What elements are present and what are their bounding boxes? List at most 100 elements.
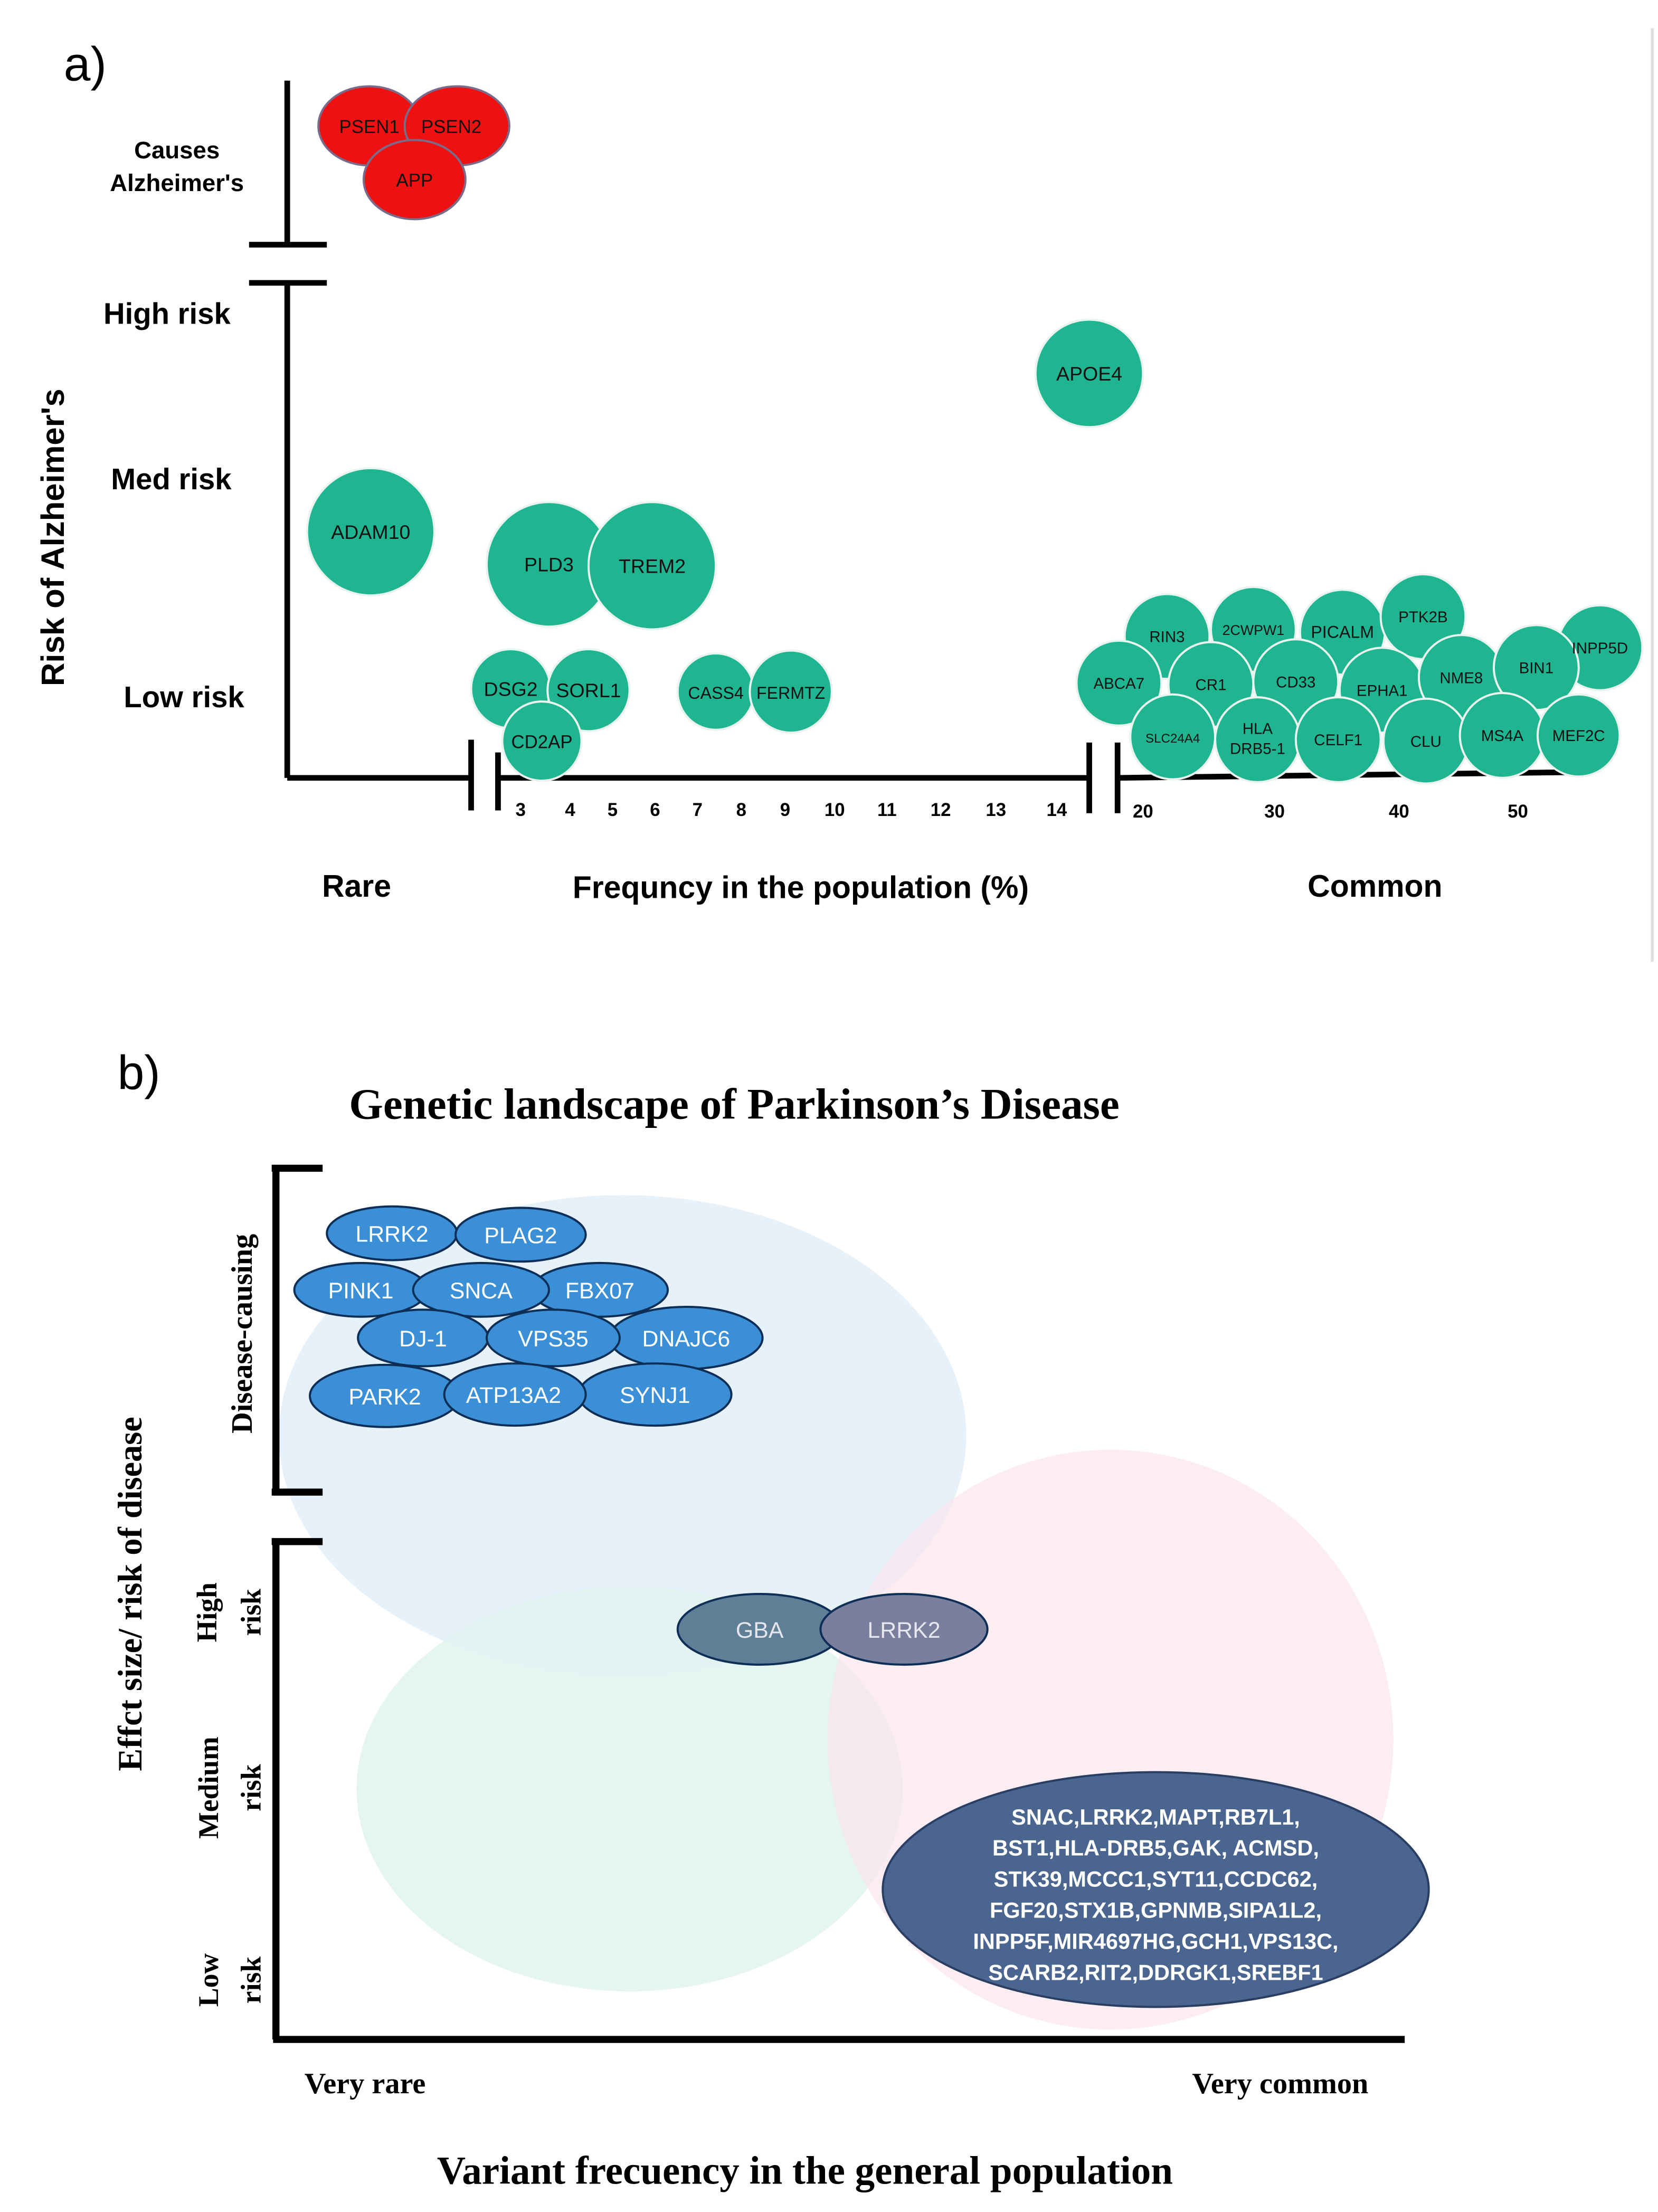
x-tick: 4 (565, 800, 575, 820)
panel-b-y-axis-title: Effct size/ risk of disease (111, 1417, 149, 1771)
gene-label: MEF2C (1552, 727, 1605, 745)
gene-label: DJ-1 (399, 1326, 447, 1352)
rare-label: Rare (322, 869, 391, 904)
causal-genes (317, 85, 510, 221)
gene-label: APOE4 (1056, 363, 1122, 385)
gene-ellipse-lrrk2-risk (819, 1592, 989, 1666)
gene-label: PLD3 (524, 554, 574, 576)
gene-label: FERMTZ (756, 683, 825, 702)
medium-risk-label-2: risk (235, 1764, 267, 1811)
gene-label: GBA (736, 1618, 784, 1643)
gene-bubble-adam10 (306, 467, 435, 597)
gene-label: EPHA1 (1357, 682, 1408, 699)
causes-label-1: Causes (134, 137, 220, 164)
x-tick: 3 (516, 800, 526, 820)
gene-label: ABCA7 (1094, 675, 1145, 692)
x-tick: 20 (1133, 801, 1153, 822)
x-tick: 11 (877, 800, 897, 820)
gene-label: SYNJ1 (620, 1383, 690, 1408)
gene-label: MS4A (1481, 727, 1524, 745)
disease-causing-label: Disease-causing (226, 1234, 259, 1433)
causal-gene-labels-b: LRRK2 PLAG2 PINK1 SNCA FBX07 DJ-1 VPS35 … (328, 1222, 731, 1410)
rare-risk-region (356, 1587, 903, 1991)
gene-label: PLAG2 (484, 1223, 557, 1248)
common-variant-labels: SNAC,LRRK2,MAPT,RB7L1, BST1,HLA-DRB5,GAK… (973, 1805, 1338, 1985)
risk-genes (306, 318, 1644, 785)
panel-b-y-labels: Effct size/ risk of disease Disease-caus… (111, 1234, 267, 2007)
gene-label: LRRK2 (355, 1222, 428, 1247)
low-risk-label-2: risk (235, 1957, 267, 2004)
gene-label: SNCA (450, 1278, 513, 1304)
panel-a-y-axis (249, 80, 327, 778)
frequency-axis-title: Frequncy in the population (%) (573, 871, 1029, 905)
causal-gene-labels: PSEN1 PSEN2 APP (339, 117, 481, 191)
gene-bubble-celf1 (1294, 696, 1382, 783)
x-tick: 9 (780, 800, 790, 820)
x-tick: 7 (693, 800, 703, 820)
gene-label: APP (396, 170, 433, 191)
gene-label: CASS4 (688, 683, 743, 702)
gene-label: CLU (1410, 733, 1442, 751)
gene-label: RIN3 (1149, 629, 1185, 646)
gene-label: VPS35 (518, 1326, 588, 1352)
panel-b: b) Genetic landscape of Parkinson’s Dise… (111, 1046, 1430, 2192)
low-risk-label: Low risk (124, 680, 244, 714)
gene-ellipse-atp13a2 (443, 1362, 587, 1427)
gene-label: CD33 (1276, 673, 1315, 691)
x-tick: 10 (825, 800, 845, 820)
panel-a-y-labels: Causes Alzheimer's High risk Med risk Lo… (35, 137, 245, 714)
gene-label: FBX07 (565, 1278, 634, 1304)
x-tick: 30 (1264, 801, 1285, 822)
common-variant-line: STK39,MCCC1,SYT11,CCDC62, (994, 1867, 1318, 1892)
risk-gene-labels: APOE4 ADAM10 PLD3 TREM2 DSG2 SORL1 CD2AP… (331, 363, 1628, 757)
x-tick: 50 (1508, 801, 1528, 822)
panel-b-x-labels: Very rare Very common Variant frecuency … (305, 2067, 1369, 2192)
gene-bubble-apoe4 (1034, 318, 1144, 429)
gene-bubble-abca7 (1075, 639, 1163, 727)
gene-label: CR1 (1196, 677, 1227, 694)
gene-label: TREM2 (619, 555, 686, 577)
gene-label: LRRK2 (867, 1618, 940, 1643)
common-variant-line: FGF20,STX1B,GPNMB,SIPA1L2, (990, 1898, 1322, 1923)
gene-ellipse-snca (412, 1261, 550, 1318)
gene-label: ATP13A2 (466, 1383, 561, 1408)
x-tick: 8 (736, 800, 746, 820)
gene-label: PINK1 (328, 1278, 394, 1304)
common-label: Common (1308, 869, 1442, 904)
panel-b-x-axis-title: Variant frecuency in the general populat… (437, 2149, 1173, 2192)
gene-bubble-trem2 (587, 501, 717, 631)
gene-label: 2CWPW1 (1223, 622, 1285, 638)
gene-label: INPP5D (1572, 640, 1628, 657)
gene-label: DRB5-1 (1230, 740, 1285, 757)
med-risk-label: Med risk (111, 462, 232, 496)
gene-bubble-cd2ap (501, 700, 583, 782)
common-variant-line: SNAC,LRRK2,MAPT,RB7L1, (1011, 1805, 1300, 1829)
gene-label: HLA (1243, 720, 1273, 738)
common-variant-line: SCARB2,RIT2,DDRGK1,SREBF1 (988, 1960, 1323, 1985)
gene-label: PARK2 (348, 1384, 421, 1410)
gene-label: CD2AP (511, 732, 572, 753)
panel-a-y-axis-title: Risk of Alzheimer's (35, 388, 71, 686)
high-risk-label-1: High (191, 1582, 223, 1642)
gene-label: DNAJC6 (642, 1326, 730, 1352)
gene-label: CELF1 (1314, 732, 1362, 749)
very-common-label: Very common (1192, 2067, 1368, 2100)
high-risk-gene-labels: GBA LRRK2 (736, 1618, 941, 1643)
gene-bubble-fermtz (749, 649, 833, 734)
gene-label: PSEN2 (421, 117, 481, 137)
gene-ellipse-vps35 (486, 1308, 621, 1368)
high-risk-label: High risk (103, 297, 231, 330)
common-variant-line: BST1,HLA-DRB5,GAK, ACMSD, (992, 1836, 1319, 1860)
gene-label: BIN1 (1519, 660, 1554, 677)
x-tick: 13 (986, 800, 1006, 820)
low-risk-label-1: Low (193, 1953, 224, 2007)
panel-a: a) Causes Alzheimer's High risk Med risk (35, 28, 1654, 962)
x-tick: 14 (1047, 800, 1067, 820)
x-tick: 6 (650, 800, 660, 820)
gene-ellipse-plag2 (454, 1207, 587, 1263)
high-risk-label-2: risk (235, 1589, 267, 1636)
panel-b-label: b) (118, 1046, 160, 1099)
gene-label: PICALM (1311, 623, 1374, 642)
panel-a-x-ticks: 3 4 5 6 7 8 9 10 11 12 13 14 20 30 40 50 (516, 800, 1528, 822)
